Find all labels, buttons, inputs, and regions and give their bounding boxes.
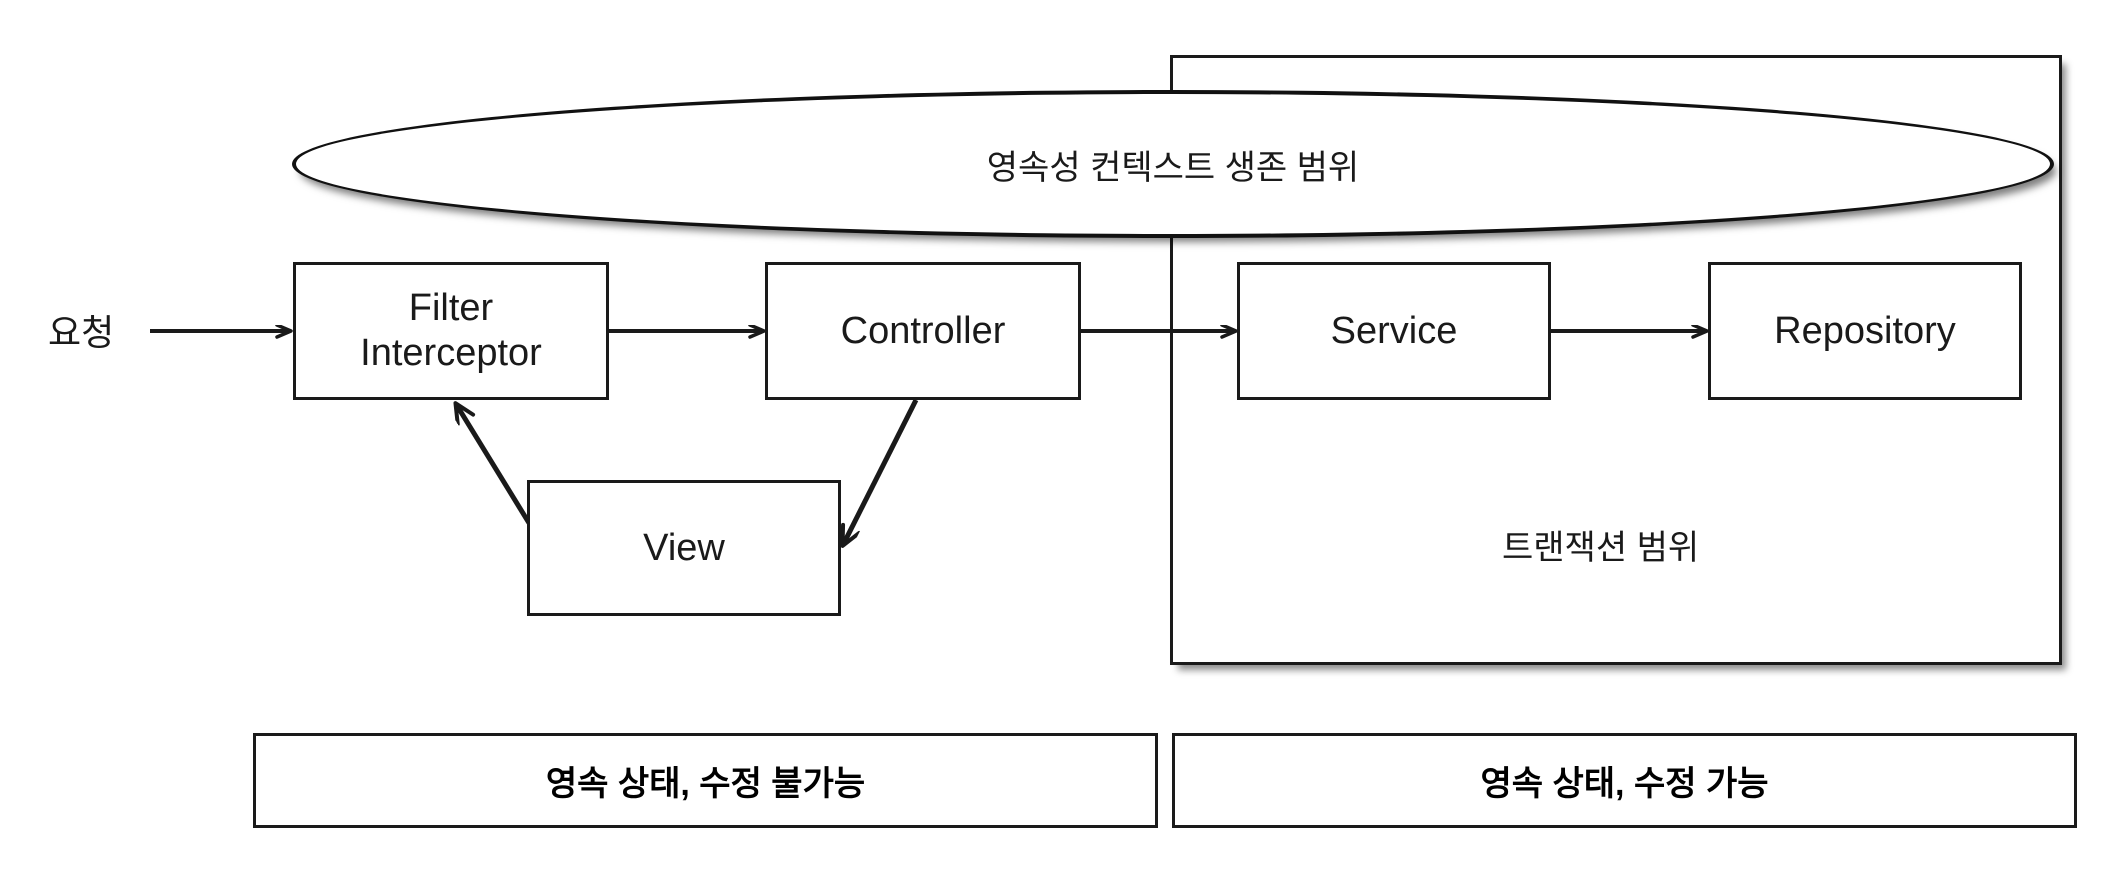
node-filter-interceptor-label: Filter Interceptor xyxy=(360,287,542,374)
legend-bar-right-label: 영속 상태, 수정 가능 xyxy=(1480,765,1769,803)
node-view[interactable]: View xyxy=(527,480,841,616)
node-view-label: View xyxy=(643,526,725,569)
node-service-label: Service xyxy=(1330,309,1458,352)
node-filter-interceptor[interactable]: Filter Interceptor xyxy=(293,262,609,400)
legend-bar-right: 영속 상태, 수정 가능 xyxy=(1172,733,2077,828)
node-controller[interactable]: Controller xyxy=(765,262,1081,400)
persistence-context-scope-label: 영속성 컨텍스트 생존 범위 xyxy=(986,148,1360,187)
legend-bar-left: 영속 상태, 수정 불가능 xyxy=(253,733,1158,828)
edge-view-to-filter xyxy=(456,404,532,525)
legend-bar-left-label: 영속 상태, 수정 불가능 xyxy=(545,765,866,803)
node-controller-label: Controller xyxy=(840,309,1006,352)
node-service[interactable]: Service xyxy=(1237,262,1551,400)
node-repository-label: Repository xyxy=(1774,309,1956,352)
edge-controller-to-view xyxy=(843,398,919,545)
persistence-context-scope-ellipse: 영속성 컨텍스트 생존 범위 xyxy=(292,90,2054,238)
node-repository[interactable]: Repository xyxy=(1708,262,2022,400)
request-label: 요청 xyxy=(48,312,115,353)
transaction-scope-label: 트랜잭션 범위 xyxy=(1502,529,1700,567)
